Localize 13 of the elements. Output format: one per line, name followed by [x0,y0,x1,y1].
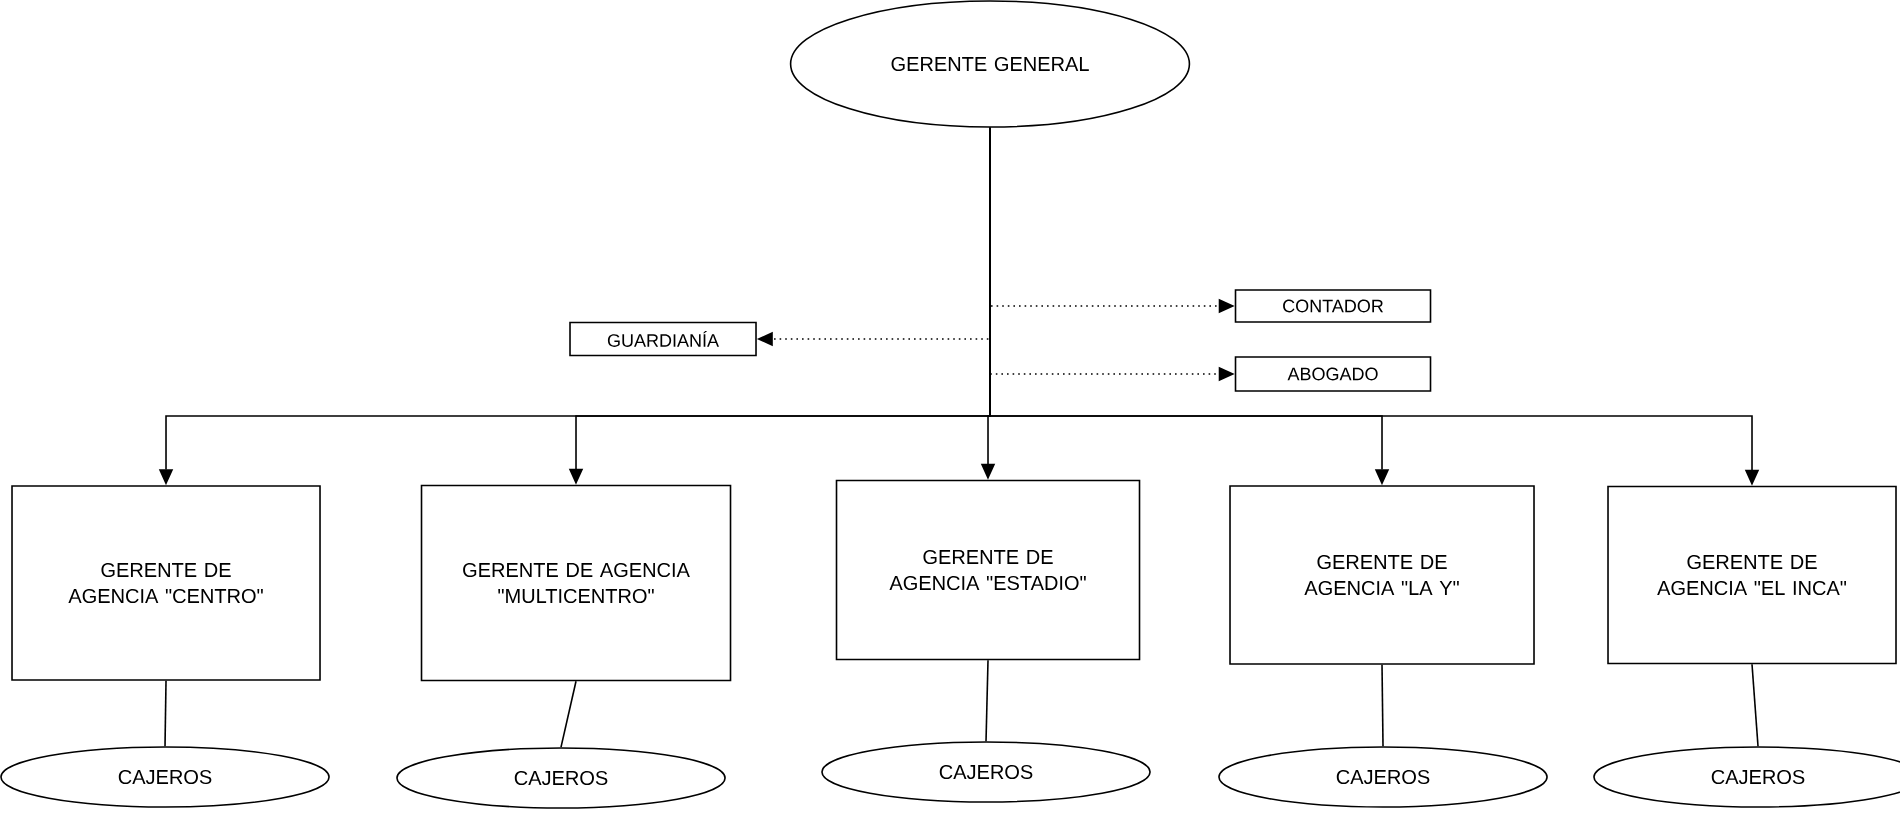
agency-box: GERENTE DE AGENCIA "MULTICENTRO" [420,484,732,682]
role-box: CONTADOR [1234,289,1432,323]
agency-box: GERENTE DE AGENCIA "CENTRO" [11,485,321,681]
role-box: GUARDIANÍA [569,321,757,357]
role-box: ABOGADO [1234,356,1432,392]
connector [1751,663,1759,747]
agency-box: GERENTE DE AGENCIA "EL INCA" [1607,485,1897,665]
connector [560,680,577,748]
connector [164,680,167,747]
agency-box: GERENTE DE AGENCIA "ESTADIO" [835,479,1141,661]
connector [1381,664,1384,747]
agency-box: GERENTE DE AGENCIA "LA Y" [1229,485,1535,665]
connector [985,659,989,742]
